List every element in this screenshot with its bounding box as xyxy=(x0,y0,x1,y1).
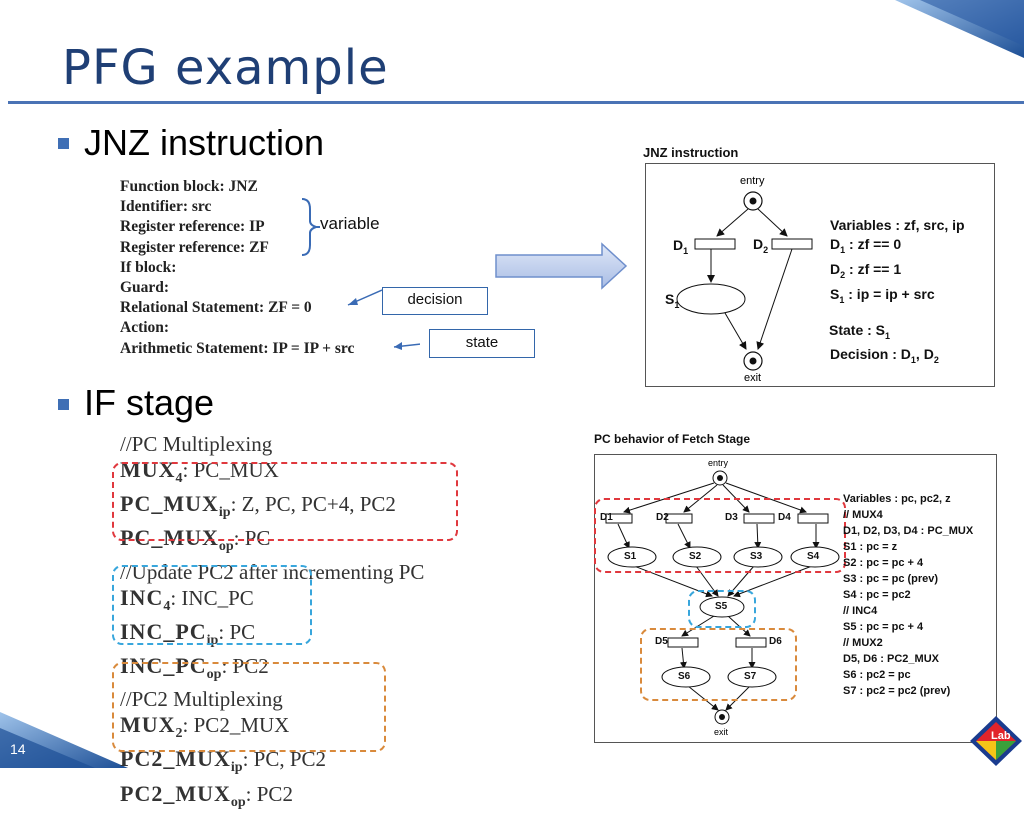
pc-variables-text: Variables : pc, pc2, z // MUX4 D1, D2, D… xyxy=(843,493,974,697)
code-line: PC2_MUXop: PC2 xyxy=(120,780,293,810)
pc-diagram-caption: PC behavior of Fetch Stage xyxy=(594,432,751,446)
pc-s7-label: S7 xyxy=(744,671,757,682)
code-line: MUX2: PC2_MUX xyxy=(120,712,290,742)
title-divider xyxy=(8,101,1024,104)
jnz-diagram-panel xyxy=(645,163,995,387)
function-block-line: Function block: JNZ xyxy=(120,178,258,195)
function-block-line: Register reference: IP xyxy=(120,218,265,236)
pc-s1-label: S1 xyxy=(624,551,637,562)
code-comment: //Update PC2 after incrementing PC xyxy=(120,559,425,584)
pc-d5-label: D5 xyxy=(655,636,668,647)
d1-transition xyxy=(694,238,736,250)
right-arrow-icon xyxy=(495,242,628,290)
pc-exit-label: exit xyxy=(714,727,729,737)
function-block-line: Register reference: ZF xyxy=(120,238,269,256)
inc4-highlight xyxy=(112,565,312,645)
pc-s3-label: S3 xyxy=(750,551,763,562)
jnz-state-text: State : S1 xyxy=(829,322,891,341)
code-line: PC_MUXip: Z, PC, PC+4, PC2 xyxy=(120,491,396,521)
page-number: 14 xyxy=(10,741,26,757)
function-block-line: Guard: xyxy=(120,279,170,297)
jnz-variables-text: Variables : zf, src, ip D1 : zf == 0 D2 … xyxy=(830,217,965,305)
function-block-line: Arithmetic Statement: IP = IP + src xyxy=(120,339,355,357)
s1-place xyxy=(676,283,746,315)
pc-mux4-highlight xyxy=(594,498,846,573)
d2-transition xyxy=(771,238,813,250)
mux4-highlight xyxy=(112,462,458,541)
pc-d1-label: D1 xyxy=(600,512,613,523)
function-block: Function block: JNZ Identifier: src Regi… xyxy=(120,177,354,359)
jnz-diagram-caption: JNZ instruction xyxy=(643,145,739,160)
pc-mux2-highlight xyxy=(640,628,797,701)
bullet-icon xyxy=(58,399,69,410)
code-line: INC4: INC_PC xyxy=(120,584,254,614)
code-comment: //PC2 Multiplexing xyxy=(120,687,283,712)
code-line: INC_PCop: PC2 xyxy=(120,652,269,683)
function-block-line: Relational Statement: ZF = 0 xyxy=(120,299,312,317)
pc-d6-label: D6 xyxy=(769,636,782,647)
section-heading-jnz: JNZ instruction xyxy=(84,122,325,163)
jnz-petri-net xyxy=(676,191,813,371)
pc-d2-label: D2 xyxy=(656,512,669,523)
pc-s4-label: S4 xyxy=(807,551,820,562)
pc-s6-label: S6 xyxy=(678,671,691,682)
lab-logo-icon xyxy=(970,716,1022,766)
code-line: INC_PCip: PC xyxy=(120,618,256,648)
bullet-icon xyxy=(58,138,69,149)
pc-d3-label: D3 xyxy=(725,512,738,523)
decision-callout: decision xyxy=(382,287,488,315)
function-block-line: Action: xyxy=(120,319,170,337)
slide-decoration xyxy=(0,0,1024,768)
d1-label: D1 xyxy=(673,237,689,256)
pc-s2-label: S2 xyxy=(689,551,702,562)
variable-label: variable xyxy=(320,214,380,233)
s1-label: S1 xyxy=(665,291,680,310)
pc-s5-label: S5 xyxy=(715,601,728,612)
pc-d4-label: D4 xyxy=(778,512,791,523)
pc-entry-label: entry xyxy=(708,458,729,468)
section-heading-if: IF stage xyxy=(84,382,215,423)
function-block-line: Identifier: src xyxy=(120,198,212,216)
annotation-arrows xyxy=(301,198,420,350)
state-callout: state xyxy=(429,329,535,358)
d2-label: D2 xyxy=(753,236,769,255)
lab-logo-text: Lab xyxy=(991,730,1011,742)
page-title: PFG example xyxy=(62,40,389,96)
mux2-highlight xyxy=(112,662,386,752)
jnz-entry-label: entry xyxy=(740,175,765,187)
jnz-decision-text: Decision : D1, D2 xyxy=(830,346,939,365)
jnz-exit-label: exit xyxy=(744,372,762,384)
function-block-line: If block: xyxy=(120,258,177,276)
pc-inc4-highlight xyxy=(688,590,756,628)
code-line: PC_MUXop: PC xyxy=(120,525,271,555)
code-comment: //PC Multiplexing xyxy=(120,432,273,456)
